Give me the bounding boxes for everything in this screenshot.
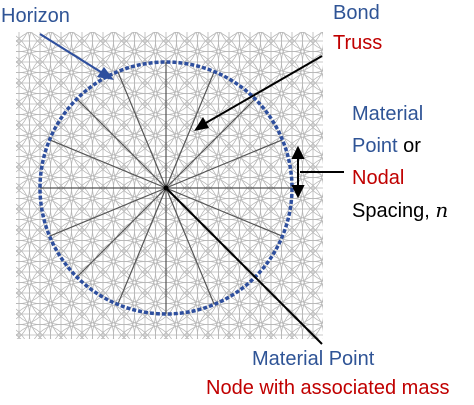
bond-line [49, 187, 167, 237]
spacing-symbol-n: n [435, 198, 449, 222]
bond-line [165, 187, 283, 237]
spacing-word: Spacing, [352, 200, 430, 222]
point-or-label: Point or [352, 134, 421, 158]
bond-line [117, 71, 167, 189]
spacing-label: Spacing, n [352, 198, 448, 223]
bond-line [165, 71, 215, 189]
bond-label: Bond [333, 2, 380, 24]
bond-line [165, 187, 215, 305]
bond-line [76, 187, 167, 278]
bond-line [76, 98, 167, 189]
point-word: Point [352, 135, 398, 157]
material-point-label: Material Point [252, 348, 375, 370]
bond-arrow [194, 55, 323, 131]
lattice-background [16, 32, 323, 339]
nodal-label: Nodal [352, 167, 405, 189]
horizon-label: Horizon [1, 5, 70, 27]
node-mass-label: Node with associated mass [206, 377, 450, 399]
bond-line [117, 187, 167, 305]
material-label: Material [352, 103, 424, 125]
horizon-arrow [39, 33, 114, 80]
or-word: or [403, 135, 421, 157]
truss-label: Truss [333, 32, 383, 54]
spacing-dimension-arrow [291, 145, 344, 199]
material-point-leader-line [165, 187, 323, 345]
bond-line [165, 98, 256, 189]
bond-line [49, 139, 167, 189]
horizon-circle [38, 60, 294, 316]
bond-line [165, 139, 283, 189]
